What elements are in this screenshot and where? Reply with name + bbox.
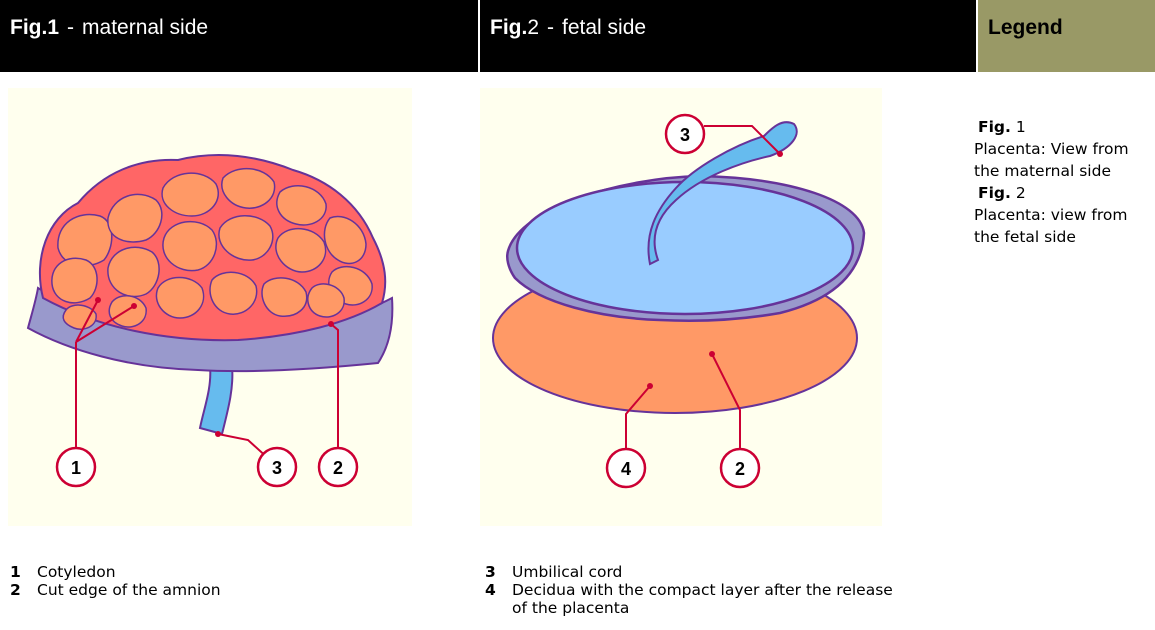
svg-text:2: 2 [333,458,343,478]
key-text: Umbilical cord [512,563,905,581]
svg-text:2: 2 [735,459,745,479]
figure-1-panel: 1 3 2 [8,88,412,526]
figure-1-separator: - [67,16,74,40]
figure-1-prefix: Fig.1 [10,16,59,40]
key-list-left: 1 Cotyledon 2 Cut edge of the amnion [10,563,430,599]
svg-text:3: 3 [272,458,282,478]
figure-2-header: Fig. 2 - fetal side [480,0,976,72]
figure-2-panel: 3 4 2 [480,88,882,526]
key-number: 3 [485,563,512,581]
figure-1-title: maternal side [82,16,208,40]
key-number: 2 [10,581,37,599]
key-list-right: 3 Umbilical cord 4 Decidua with the comp… [485,563,905,617]
figure-1-header: Fig.1 - maternal side [0,0,478,72]
legend-title: Legend [988,16,1063,40]
key-item-2: 2 Cut edge of the amnion [10,581,430,599]
figure-2-prefix: Fig. [490,16,527,40]
legend-item-fig1: Fig. 1 Placenta: View from the maternal … [974,116,1152,182]
svg-text:3: 3 [680,125,690,145]
svg-text:4: 4 [621,459,631,479]
legend-header: Legend [978,0,1155,72]
key-text: Cotyledon [37,563,430,581]
legend-item-fig2: Fig. 2 Placenta: view from the fetal sid… [974,182,1152,248]
key-item-1: 1 Cotyledon [10,563,430,581]
placenta-fetal-illustration: 3 4 2 [480,88,882,526]
key-text: Cut edge of the amnion [37,581,430,599]
key-item-4: 4 Decidua with the compact layer after t… [485,581,905,617]
fig1-markers: 1 3 2 [57,448,357,486]
svg-text:1: 1 [71,458,81,478]
key-item-3: 3 Umbilical cord [485,563,905,581]
key-number: 4 [485,581,512,617]
figure-2-title: fetal side [562,16,646,40]
figure-2-number: 2 [527,16,539,40]
fetal-surface [517,182,853,314]
key-number: 1 [10,563,37,581]
legend-fig2-description: Placenta: view from the fetal side [974,204,1152,248]
key-text: Decidua with the compact layer after the… [512,581,905,617]
legend-fig1-label: Fig. 1 [974,116,1152,138]
placenta-maternal-illustration: 1 3 2 [8,88,412,526]
legend-fig1-description: Placenta: View from the maternal side [974,138,1152,182]
legend-list: Fig. 1 Placenta: View from the maternal … [974,116,1152,248]
legend-fig2-label: Fig. 2 [974,182,1152,204]
figure-2-separator: - [547,16,554,40]
umbilical-cord-fig1 [200,366,232,434]
